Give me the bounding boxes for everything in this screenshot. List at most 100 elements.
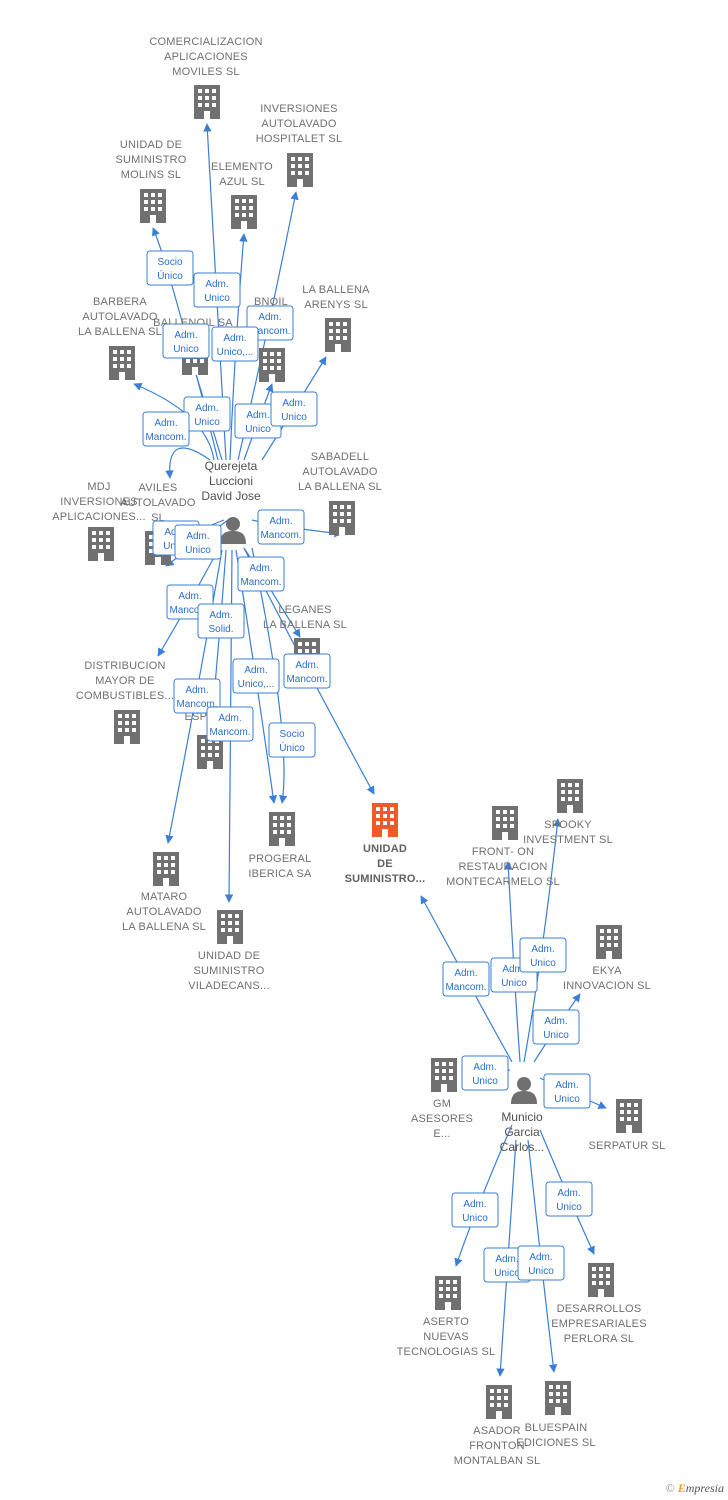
edge-role-text: Unico,... <box>238 679 275 690</box>
edge-role-text: Adm. <box>185 685 208 696</box>
edge-role-text: Unico <box>501 978 527 989</box>
building-icon <box>287 153 313 187</box>
edge-role-text: Socio <box>279 729 304 740</box>
company-label-line: DE <box>377 858 393 870</box>
edge-role-label-box <box>543 1073 591 1109</box>
edge-role-text: Unico <box>530 958 556 969</box>
edge-role-text: Adm. <box>269 516 292 527</box>
company-label-line: LEGANES <box>278 604 331 616</box>
building-icon <box>596 925 622 959</box>
company-label-line: NUEVAS <box>423 1331 469 1343</box>
edge-role-text: Adm. <box>463 1199 486 1210</box>
company-label-line: UNIDAD <box>363 843 407 855</box>
company-label-line: IBERICA SA <box>248 868 312 880</box>
company-label-line: TECNOLOGIAS SL <box>397 1346 496 1358</box>
company-node-c_progeral[interactable]: PROGERAL IBERICA SA <box>248 812 312 880</box>
edge-role-text: Adm. <box>258 312 281 323</box>
edge-role-label: Adm. Mancom. <box>283 653 331 689</box>
edge-role-label-box <box>283 653 331 689</box>
edge-role-text: Adm. <box>544 1016 567 1027</box>
company-label-line: SABADELL <box>311 451 369 463</box>
edge-role-label: Adm.Unico <box>545 1181 593 1217</box>
edge-role-text: Mancom. <box>145 432 186 443</box>
building-icon <box>616 1099 642 1133</box>
edge-p1-c_barbera <box>165 447 211 479</box>
edge-role-text: Mancom. <box>240 577 281 588</box>
building-icon <box>492 806 518 840</box>
company-label-line: ELEMENTO <box>211 161 273 173</box>
edge-role-text: Unico <box>173 344 199 355</box>
edge-role-text: Adm. <box>249 563 272 574</box>
edge-role-text: Unico <box>281 412 307 423</box>
edge-role-text: Adm. <box>205 279 228 290</box>
edge-role-label: Adm.Unico <box>517 1245 565 1281</box>
person-label-line: Municio <box>501 1110 543 1124</box>
edge-role-label-box <box>174 524 222 560</box>
edge-role-text: Adm. <box>502 964 525 975</box>
person-node-p2[interactable]: MunicioGarciaCarlos... <box>500 1077 545 1154</box>
edge-role-text: Adm. <box>295 660 318 671</box>
person-label-line: David Jose <box>201 489 261 503</box>
edge-role-label: Adm.Unico <box>174 524 222 560</box>
edge-role-text: Mancom. <box>169 605 210 616</box>
edge-role-text: Mancom. <box>286 674 327 685</box>
edge-role-label-box <box>146 250 194 286</box>
edge-role-text: Adm. <box>209 610 232 621</box>
company-label-line: COMERCIALIZACION <box>149 36 262 48</box>
edge-role-text: Adm. <box>473 1062 496 1073</box>
edge-role-text: Adm. <box>246 410 269 421</box>
edge-role-text: Adm. <box>531 944 554 955</box>
edge-role-text: Mancom. <box>260 530 301 541</box>
company-label-line: EMPRESARIALES <box>551 1318 647 1330</box>
company-node-c_gm[interactable]: GMASESORESE... <box>411 1058 473 1140</box>
person-icon <box>220 517 246 544</box>
company-label-line: SUMINISTRO <box>115 154 186 166</box>
building-icon <box>486 1385 512 1419</box>
edge-role-text: Unico <box>185 545 211 556</box>
person-icon <box>511 1077 537 1104</box>
company-label-line: INVERSIONES <box>60 496 137 508</box>
edge-role-label: Adm. Mancom. <box>237 556 285 592</box>
building-icon <box>217 910 243 944</box>
company-label-line: INVERSIONES <box>260 103 337 115</box>
company-node-c_viladecans[interactable]: UNIDAD DESUMINISTROVILADECANS... <box>188 910 270 992</box>
edge-role-label: Adm.Unico <box>270 391 318 427</box>
company-node-c_serpatur[interactable]: SERPATUR SL <box>589 1099 666 1152</box>
edge-role-label: Adm.Unico,... <box>211 326 259 362</box>
edge-role-text: Adm. <box>244 665 267 676</box>
edge-role-text: Único <box>157 269 183 282</box>
edge-role-text: Unico <box>194 417 220 428</box>
edge-role-label: Adm. Unico,... <box>232 658 280 694</box>
company-label-line: LA BALLENA SL <box>298 481 382 493</box>
edge-role-label-box <box>268 722 316 758</box>
company-label-line: FRONTON <box>469 1440 525 1452</box>
company-node-c_mdj[interactable]: MDJINVERSIONESAPLICACIONES... <box>52 481 146 561</box>
company-node-c_unidad_main[interactable]: UNIDADDESUMINISTRO... <box>345 803 426 885</box>
company-label-line: UNIDAD DE <box>120 139 182 151</box>
edge-role-label-box <box>197 603 245 639</box>
edge-role-label: Adm.Unico <box>543 1073 591 1109</box>
edge-role-text: Adm. <box>195 403 218 414</box>
person-label-line: Garcia <box>504 1125 540 1139</box>
empresia-watermark[interactable]: © Empresia <box>666 1481 724 1496</box>
company-label-line: PROGERAL <box>249 853 312 865</box>
